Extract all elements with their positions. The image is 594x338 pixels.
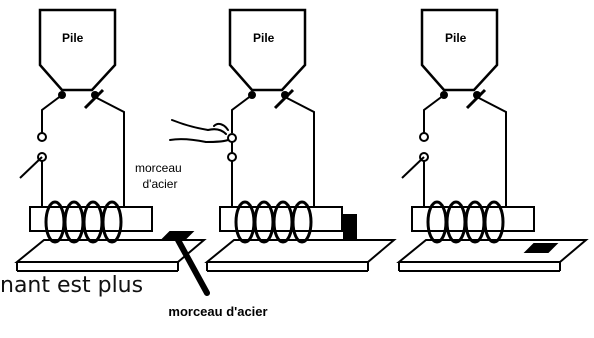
battery-2 — [228, 8, 307, 92]
panel-2: Pile morceau d'acier — [135, 8, 397, 272]
steel-piece-label-bottom: morceau d'acier — [168, 304, 267, 319]
steel-piece-2 — [343, 214, 357, 240]
pointer-line — [175, 237, 210, 296]
table-1 — [14, 239, 207, 263]
steel-piece-label-middle-line1: morceau — [135, 161, 182, 175]
battery-label-1: Pile — [62, 31, 84, 45]
iron-core-2 — [219, 206, 343, 232]
hand-icon — [169, 119, 229, 143]
switch-open-1 — [19, 132, 47, 179]
battery-label-3: Pile — [445, 31, 467, 45]
panel-3: Pile — [396, 8, 589, 272]
truncated-caption: nant est plus — [0, 273, 144, 298]
panel-1: Pile — [14, 8, 210, 296]
iron-core-1 — [29, 206, 153, 232]
steel-piece-3 — [523, 243, 559, 253]
battery-1 — [38, 8, 117, 92]
battery-label-2: Pile — [253, 31, 275, 45]
iron-core-3 — [411, 206, 535, 232]
steel-piece-label-middle: morceau d'acier — [135, 161, 185, 191]
steel-piece-label-middle-line2: d'acier — [143, 177, 178, 191]
battery-3 — [420, 8, 499, 92]
table-2 — [204, 239, 397, 263]
switch-open-3 — [401, 132, 429, 179]
switch-closed-2 — [227, 133, 237, 162]
